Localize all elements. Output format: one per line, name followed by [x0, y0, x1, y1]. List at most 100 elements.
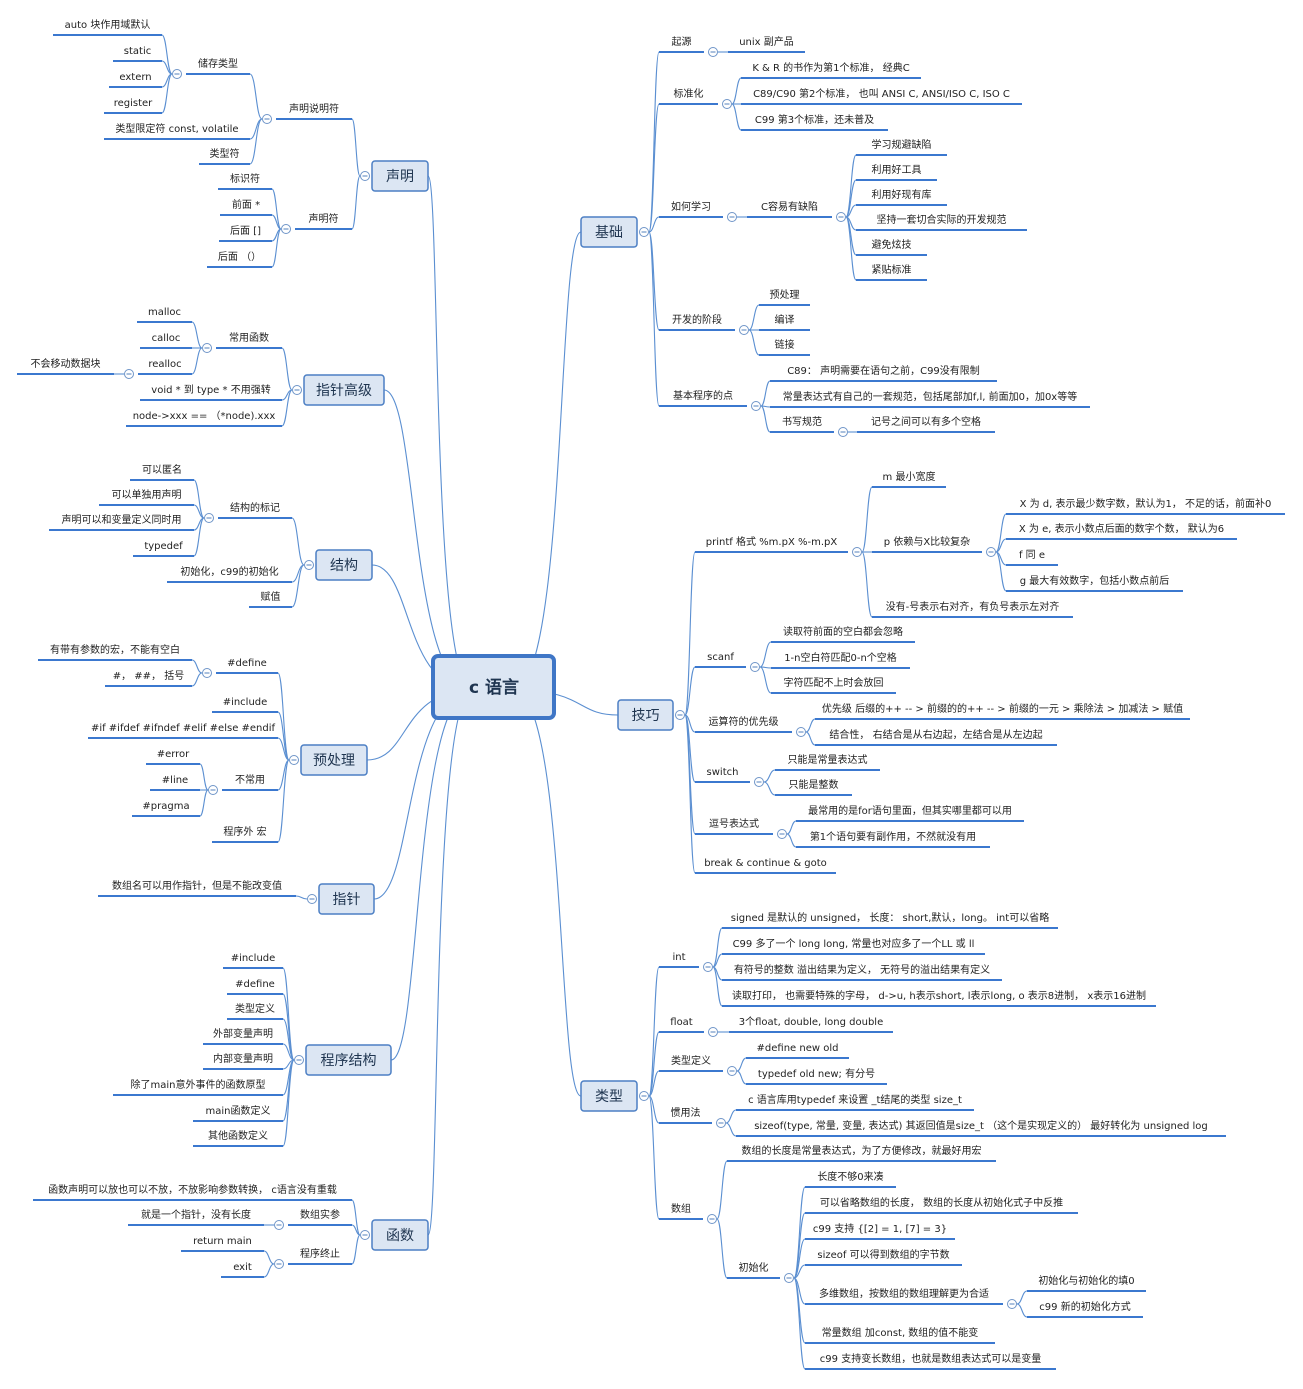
- node-storage-collapse-icon[interactable]: [172, 69, 182, 79]
- node-basics[interactable]: 基本程序的点: [673, 389, 733, 402]
- node-origin[interactable]: 起源: [672, 35, 692, 48]
- node-switch-collapse-icon[interactable]: [754, 777, 764, 787]
- node-int-collapse-icon[interactable]: [703, 962, 713, 972]
- node-pitfalls[interactable]: C容易有缺陷: [761, 200, 818, 213]
- node-comma-collapse-icon[interactable]: [777, 829, 787, 839]
- node-typedef-2[interactable]: typedef old new; 有分号: [758, 1067, 875, 1080]
- node-void-cast[interactable]: void * 到 type * 不用强转: [151, 383, 270, 396]
- node-tag-1[interactable]: 可以匿名: [142, 463, 182, 476]
- node-printf-p2[interactable]: X 为 e, 表示小数点后面的数字个数， 默认为6: [1019, 522, 1224, 535]
- topic-yuchuli-collapse-icon[interactable]: [289, 755, 299, 765]
- node-struct-init[interactable]: 初始化，c99的初始化: [180, 565, 278, 578]
- node-pitfall-6[interactable]: 紧贴标准: [872, 263, 912, 276]
- node-howto[interactable]: 如何学习: [671, 200, 711, 213]
- node-float-collapse-icon[interactable]: [708, 1027, 718, 1037]
- node-define-collapse-icon[interactable]: [202, 668, 212, 678]
- topic-jiqiao[interactable]: [617, 699, 674, 731]
- node-precedence-2[interactable]: 结合性， 右结合是从右边起，左结合是从左边起: [829, 728, 1042, 741]
- node-array-param-collapse-icon[interactable]: [274, 1220, 284, 1230]
- node-standard-2[interactable]: C89/C90 第2个标准， 也叫 ANSI C, ANSI/ISO C, IS…: [753, 87, 1010, 100]
- node-program-2[interactable]: #define: [235, 979, 275, 990]
- node-standard[interactable]: 标准化: [674, 87, 704, 100]
- node-precedence-collapse-icon[interactable]: [796, 727, 806, 737]
- node-program-5[interactable]: 内部变量声明: [213, 1052, 273, 1065]
- node-realloc-collapse-icon[interactable]: [124, 369, 134, 379]
- node-init-multi[interactable]: 多维数组，按数组的数组理解更为合适: [819, 1287, 989, 1300]
- node-storage[interactable]: 储存类型: [198, 57, 238, 70]
- node-include[interactable]: #include: [223, 697, 268, 708]
- node-scanf-3[interactable]: 字符匹配不上时会放回: [784, 676, 884, 689]
- node-calloc[interactable]: calloc: [152, 333, 181, 344]
- node-realloc-note[interactable]: 不会移动数据块: [31, 357, 101, 370]
- node-array-param-note[interactable]: 就是一个指针，没有长度: [141, 1208, 251, 1221]
- node-qualifier[interactable]: 类型限定符 const, volatile: [115, 122, 238, 135]
- node-program-3[interactable]: 类型定义: [235, 1002, 275, 1015]
- node-float[interactable]: float: [670, 1017, 693, 1028]
- topic-jichu[interactable]: [580, 216, 638, 248]
- node-malloc[interactable]: malloc: [148, 307, 181, 318]
- node-comma-2[interactable]: 第1个语句要有副作用，不然就没有用: [810, 830, 976, 843]
- topic-leixing-collapse-icon[interactable]: [639, 1091, 649, 1101]
- topic-shengming-collapse-icon[interactable]: [360, 171, 370, 181]
- topic-jiegou[interactable]: [315, 549, 373, 581]
- topic-zhizhen-collapse-icon[interactable]: [307, 894, 317, 904]
- node-int-1[interactable]: signed 是默认的 unsigned， 长度： short,默认，long。…: [731, 911, 1049, 924]
- node-multi-1[interactable]: 初始化与初始化的填0: [1038, 1274, 1134, 1287]
- node-idiom-collapse-icon[interactable]: [716, 1118, 726, 1128]
- topic-jichu-collapse-icon[interactable]: [639, 227, 649, 237]
- node-pitfall-3[interactable]: 利用好现有库: [872, 188, 932, 201]
- node-exit[interactable]: exit: [233, 1262, 252, 1273]
- topic-jiqiao-collapse-icon[interactable]: [675, 710, 685, 720]
- node-array-collapse-icon[interactable]: [707, 1214, 717, 1224]
- node-stages[interactable]: 开发的阶段: [672, 313, 722, 326]
- topic-hanshu-collapse-icon[interactable]: [360, 1230, 370, 1240]
- node-storage-auto[interactable]: auto 块作用域默认: [65, 18, 151, 31]
- node-scanf-1[interactable]: 读取符前面的空白都会忽略: [783, 625, 903, 638]
- node-terminate-collapse-icon[interactable]: [274, 1259, 284, 1269]
- topic-chengxu-jiegou-collapse-icon[interactable]: [294, 1055, 304, 1065]
- node-scanf-2[interactable]: 1-n空白符匹配0-n个空格: [784, 651, 897, 664]
- node-origin-note[interactable]: unix 副产品: [739, 35, 794, 48]
- node-node-access[interactable]: node->xxx == （*node).xxx: [133, 410, 276, 422]
- topic-zhizhen-gaoji[interactable]: [303, 374, 385, 406]
- topic-zhizhen-gaoji-collapse-icon[interactable]: [292, 385, 302, 395]
- node-int-2[interactable]: C99 多了一个 long long, 常量也对应多了一个LL 或 ll: [733, 937, 975, 950]
- node-printf-sign[interactable]: 没有-号表示右对齐，有负号表示左对齐: [886, 600, 1060, 613]
- topic-leixing[interactable]: [580, 1080, 638, 1112]
- topic-zhizhen[interactable]: [318, 883, 375, 915]
- node-stages-collapse-icon[interactable]: [739, 325, 749, 335]
- node-comma-1[interactable]: 最常用的是for语句里面，但其实哪里都可以用: [808, 804, 1012, 817]
- node-idiom[interactable]: 惯用法: [671, 1106, 701, 1119]
- node-array-as-pointer[interactable]: 数组名可以用作指针，但是不能改变值: [112, 879, 282, 892]
- node-program-7[interactable]: main函数定义: [206, 1104, 271, 1117]
- topic-hanshu[interactable]: [371, 1219, 429, 1251]
- node-standard-collapse-icon[interactable]: [722, 99, 732, 109]
- node-printf-p-collapse-icon[interactable]: [986, 547, 996, 557]
- node-style-collapse-icon[interactable]: [838, 427, 848, 437]
- topic-shengming[interactable]: [371, 160, 429, 192]
- topic-chengxu-jiegou[interactable]: [305, 1044, 392, 1076]
- topic-yuchuli[interactable]: [300, 744, 368, 776]
- node-define[interactable]: #define: [227, 658, 267, 669]
- node-standard-3[interactable]: C99 第3个标准，还未普及: [755, 113, 874, 126]
- node-basics-const[interactable]: 常量表达式有自己的一套规范，包括尾部加f,l, 前面加0，加0x等等: [783, 390, 1077, 403]
- node-printf-m[interactable]: m 最小宽度: [883, 470, 936, 483]
- node-tag-3[interactable]: 声明可以和变量定义同时用: [62, 513, 182, 526]
- node-howto-collapse-icon[interactable]: [727, 212, 737, 222]
- node-program-6[interactable]: 除了main意外事件的函数原型: [131, 1078, 266, 1091]
- node-storage-extern[interactable]: extern: [119, 72, 151, 83]
- node-pitfall-1[interactable]: 学习规避缺陷: [872, 138, 932, 151]
- node-program-8[interactable]: 其他函数定义: [208, 1129, 268, 1142]
- node-origin-collapse-icon[interactable]: [708, 47, 718, 57]
- node-switch[interactable]: switch: [707, 767, 739, 778]
- node-typedef[interactable]: 类型定义: [671, 1054, 711, 1067]
- node-program-4[interactable]: 外部变量声明: [213, 1027, 273, 1040]
- node-precedence-1[interactable]: 优先级 后缀的++ -- > 前缀的的++ -- > 前缀的一元 > 乘除法 >…: [822, 702, 1183, 715]
- node-init-1[interactable]: 长度不够0来凑: [817, 1170, 883, 1183]
- node-array-length[interactable]: 数组的长度是常量表达式，为了方便修改，就最好用宏: [742, 1144, 982, 1157]
- node-decl-specifier[interactable]: 声明说明符: [289, 102, 339, 115]
- node-func-decl[interactable]: 函数声明可以放也可以不放，不放影响参数转换， c语言没有重载: [48, 1183, 337, 1196]
- node-scanf[interactable]: scanf: [707, 652, 734, 663]
- node-float-note[interactable]: 3个float, double, long double: [739, 1016, 883, 1028]
- node-pitfalls-collapse-icon[interactable]: [836, 212, 846, 222]
